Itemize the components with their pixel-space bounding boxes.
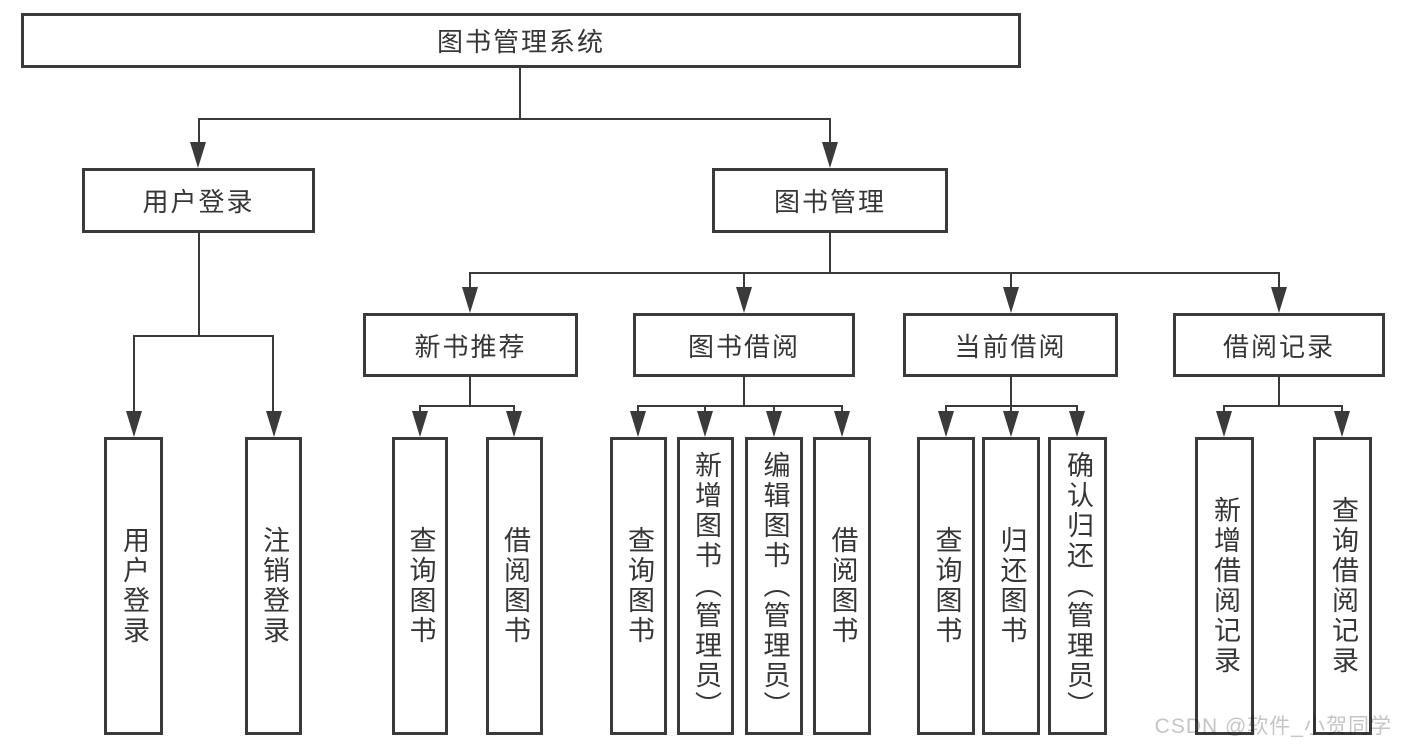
connector-line bbox=[1278, 377, 1280, 405]
leaf-query-book-1-label: 查询图书 bbox=[405, 526, 436, 646]
connector-line bbox=[1010, 377, 1012, 405]
leaf-borrow-book-1: 借阅图书 bbox=[486, 437, 543, 735]
node-book-management-label: 图书管理 bbox=[773, 187, 886, 217]
node-book-borrow: 图书借阅 bbox=[633, 313, 855, 377]
connector-line bbox=[198, 233, 200, 335]
connector-line bbox=[945, 405, 947, 413]
leaf-add-borrow-record: 新增借阅记录 bbox=[1195, 437, 1254, 735]
arrow-down-icon bbox=[1271, 287, 1287, 313]
connector-line bbox=[637, 405, 639, 413]
node-current-borrow: 当前借阅 bbox=[903, 313, 1118, 377]
leaf-add-book-admin: 新增图书（管理员） bbox=[677, 437, 734, 735]
node-borrow-records-label: 借阅记录 bbox=[1222, 331, 1335, 362]
node-book-borrow-label: 图书借阅 bbox=[687, 331, 800, 362]
leaf-logout-login: 注销登录 bbox=[245, 437, 302, 735]
connector-line bbox=[1010, 272, 1012, 287]
connector-line bbox=[469, 377, 471, 405]
node-borrow-records: 借阅记录 bbox=[1173, 313, 1385, 377]
node-book-management: 图书管理 bbox=[712, 168, 948, 233]
leaf-user-login: 用户登录 bbox=[104, 437, 163, 735]
leaf-query-book-3: 查询图书 bbox=[917, 437, 975, 735]
arrow-down-icon bbox=[266, 411, 282, 437]
leaf-query-book-2-label: 查询图书 bbox=[624, 526, 654, 646]
leaf-query-borrow-record: 查询借阅记录 bbox=[1313, 437, 1372, 735]
leaf-query-borrow-record-label: 查询借阅记录 bbox=[1328, 496, 1358, 676]
connector-line bbox=[1341, 405, 1343, 413]
connector-line bbox=[470, 272, 1280, 274]
leaf-return-book: 归还图书 bbox=[982, 437, 1040, 735]
connector-line bbox=[829, 118, 831, 142]
leaf-confirm-return-admin-label: 确认归还（管理员） bbox=[1063, 451, 1093, 721]
leaf-logout-login-label: 注销登录 bbox=[259, 526, 289, 646]
arrow-down-icon bbox=[822, 142, 838, 168]
connector-line bbox=[1224, 405, 1343, 407]
node-user-login-label: 用户登录 bbox=[142, 187, 255, 217]
arrow-down-icon bbox=[412, 411, 428, 437]
connector-line bbox=[272, 335, 274, 411]
connector-line bbox=[419, 405, 421, 413]
connector-line bbox=[469, 272, 471, 287]
connector-line bbox=[420, 405, 515, 407]
node-current-borrow-label: 当前借阅 bbox=[954, 331, 1067, 362]
connector-line bbox=[704, 405, 706, 413]
arrow-down-icon bbox=[1334, 411, 1350, 437]
connector-line bbox=[133, 335, 274, 337]
node-user-login: 用户登录 bbox=[82, 168, 315, 233]
arrow-down-icon bbox=[462, 287, 478, 313]
leaf-return-book-label: 归还图书 bbox=[996, 526, 1027, 646]
arrow-down-icon bbox=[834, 411, 850, 437]
leaf-add-book-admin-label: 新增图书（管理员） bbox=[691, 451, 721, 721]
node-root: 图书管理系统 bbox=[21, 13, 1021, 68]
leaf-edit-book-admin-label: 编辑图书（管理员） bbox=[759, 451, 790, 721]
arrow-down-icon bbox=[126, 411, 142, 437]
leaf-query-book-2: 查询图书 bbox=[610, 437, 667, 735]
csdn-watermark: CSDN @软件_小贺同学 bbox=[1154, 715, 1392, 738]
connector-line bbox=[638, 405, 843, 407]
connector-line bbox=[743, 272, 745, 287]
arrow-down-icon bbox=[938, 411, 954, 437]
leaf-borrow-book-1-label: 借阅图书 bbox=[500, 526, 530, 646]
connector-line bbox=[199, 118, 831, 120]
connector-line bbox=[1223, 405, 1225, 413]
leaf-confirm-return-admin: 确认归还（管理员） bbox=[1048, 437, 1107, 735]
arrow-down-icon bbox=[1003, 411, 1019, 437]
connector-line bbox=[198, 118, 200, 142]
leaf-borrow-book-2: 借阅图书 bbox=[813, 437, 871, 735]
arrow-down-icon bbox=[1069, 411, 1085, 437]
arrow-down-icon bbox=[1003, 287, 1019, 313]
node-root-label: 图书管理系统 bbox=[436, 27, 605, 57]
connector-line bbox=[519, 68, 521, 118]
connector-line bbox=[1076, 405, 1078, 413]
connector-line bbox=[829, 233, 831, 272]
connector-line bbox=[773, 405, 775, 413]
arrow-down-icon bbox=[766, 411, 782, 437]
leaf-query-book-3-label: 查询图书 bbox=[931, 526, 962, 646]
connector-line bbox=[841, 405, 843, 413]
arrow-down-icon bbox=[190, 142, 206, 168]
leaf-query-book-1: 查询图书 bbox=[392, 437, 448, 735]
arrow-down-icon bbox=[697, 411, 713, 437]
arrow-down-icon bbox=[1216, 411, 1232, 437]
connector-line bbox=[1278, 272, 1280, 287]
connector-line bbox=[946, 405, 1078, 407]
node-new-book-recommend: 新书推荐 bbox=[363, 313, 578, 377]
leaf-add-borrow-record-label: 新增借阅记录 bbox=[1210, 496, 1240, 676]
connector-line bbox=[133, 335, 135, 411]
leaf-edit-book-admin: 编辑图书（管理员） bbox=[745, 437, 803, 735]
arrow-down-icon bbox=[506, 411, 522, 437]
leaf-user-login-label: 用户登录 bbox=[119, 526, 149, 646]
arrow-down-icon bbox=[736, 287, 752, 313]
connector-line bbox=[743, 377, 745, 405]
arrow-down-icon bbox=[630, 411, 646, 437]
connector-line bbox=[1010, 405, 1012, 413]
node-new-book-recommend-label: 新书推荐 bbox=[414, 331, 527, 362]
connector-line bbox=[513, 405, 515, 413]
leaf-borrow-book-2-label: 借阅图书 bbox=[827, 526, 858, 646]
